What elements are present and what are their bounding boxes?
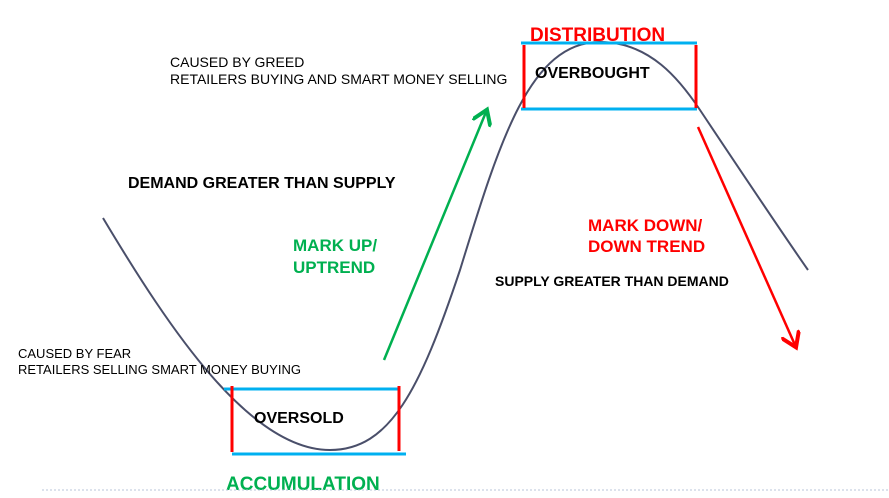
oversold-label: OVERSOLD: [254, 410, 344, 427]
markup-label-2: UPTREND: [293, 258, 375, 277]
demand-label: DEMAND GREATER THAN SUPPLY: [128, 175, 396, 192]
downtrend-arrow: [696, 126, 795, 345]
greed-caption-2: RETAILERS BUYING AND SMART MONEY SELLING: [170, 71, 507, 87]
uptrend-arrow: [382, 112, 486, 361]
fear-caption-2: RETAILERS SELLING SMART MONEY BUYING: [18, 362, 301, 377]
accumulation-label: ACCUMULATION: [226, 474, 380, 495]
fear-caption-1: CAUSED BY FEAR: [18, 346, 131, 361]
markdown-label-2: DOWN TREND: [588, 237, 705, 256]
markdown-label-1: MARK DOWN/: [588, 216, 703, 235]
distribution-label: DISTRIBUTION: [530, 25, 665, 46]
supply-label: SUPPLY GREATER THAN DEMAND: [495, 273, 729, 289]
price-curve: [102, 40, 809, 452]
greed-caption-1: CAUSED BY GREED: [170, 54, 304, 70]
markup-label-1: MARK UP/: [293, 236, 377, 255]
overbought-label: OVERBOUGHT: [535, 65, 650, 82]
